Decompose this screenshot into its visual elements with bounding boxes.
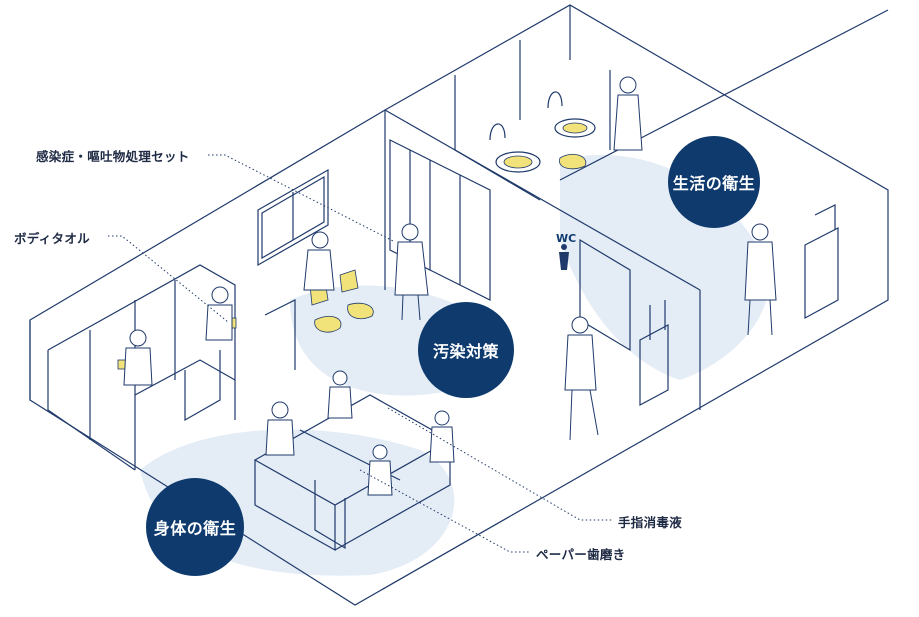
label-infection-kit: 感染症・嘔吐物処理セット: [36, 149, 190, 164]
leader-body-towel: [108, 235, 229, 323]
leader-lines: [108, 154, 612, 553]
badge-contamination-control: 汚染対策: [418, 302, 514, 398]
badge-body-hygiene: 身体の衛生: [146, 478, 244, 576]
badge-living-hygiene: 生活の衛生: [668, 136, 760, 228]
label-body-towel: ボディタオル: [14, 231, 90, 246]
leader-infection-kit: [208, 154, 396, 243]
building-outline: [29, 4, 889, 606]
wc-person-sign: [559, 244, 569, 270]
wc-sign: WC: [556, 232, 577, 245]
leader-paper-toothbrush: [359, 469, 530, 553]
label-paper-toothbrush: ペーパー歯磨き: [536, 547, 626, 562]
people-figures: [123, 76, 777, 496]
label-hand-sanitizer: 手指消毒液: [618, 515, 683, 530]
